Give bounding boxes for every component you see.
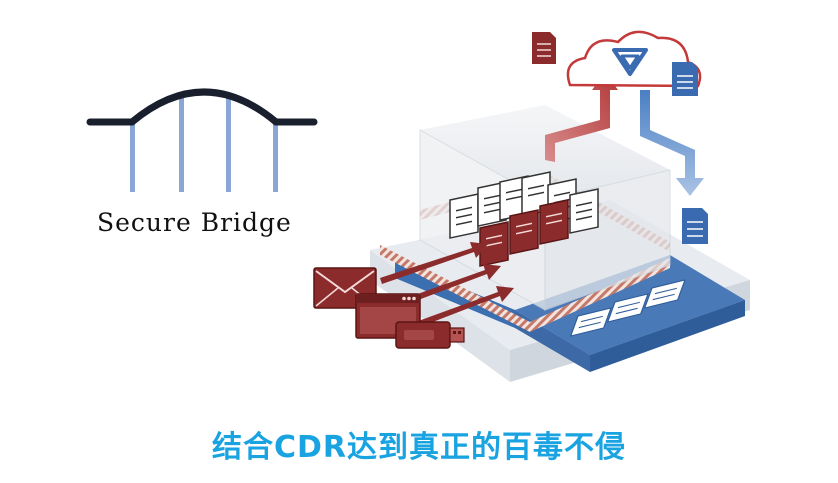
secure-bridge-logo-icon xyxy=(86,88,318,192)
clean-document-icon xyxy=(682,208,708,244)
download-arrow xyxy=(640,90,704,196)
caption-title: 结合CDR达到真正的百毒不侵 xyxy=(211,430,627,465)
document-icon xyxy=(606,293,649,323)
usb-drive-icon xyxy=(395,321,465,349)
infected-document-icon xyxy=(532,32,556,64)
input-arrows xyxy=(380,242,514,330)
bridge-pillar xyxy=(273,120,278,192)
bridge-pillar xyxy=(130,120,135,192)
document-icon xyxy=(643,279,686,309)
cdr-illustration xyxy=(313,30,750,382)
upload-arrow xyxy=(545,72,618,162)
documents-inside xyxy=(449,171,599,267)
bridge-pillars xyxy=(130,96,278,192)
bridge-pillar xyxy=(226,96,231,192)
bridge-arch xyxy=(86,88,318,126)
document-icon xyxy=(569,307,612,337)
bridge-pillar xyxy=(179,96,184,192)
clean-document-icon xyxy=(672,62,698,96)
scan-logo-icon xyxy=(612,48,648,76)
logo-name: Secure Bridge xyxy=(97,208,292,237)
clean-documents xyxy=(569,279,686,337)
